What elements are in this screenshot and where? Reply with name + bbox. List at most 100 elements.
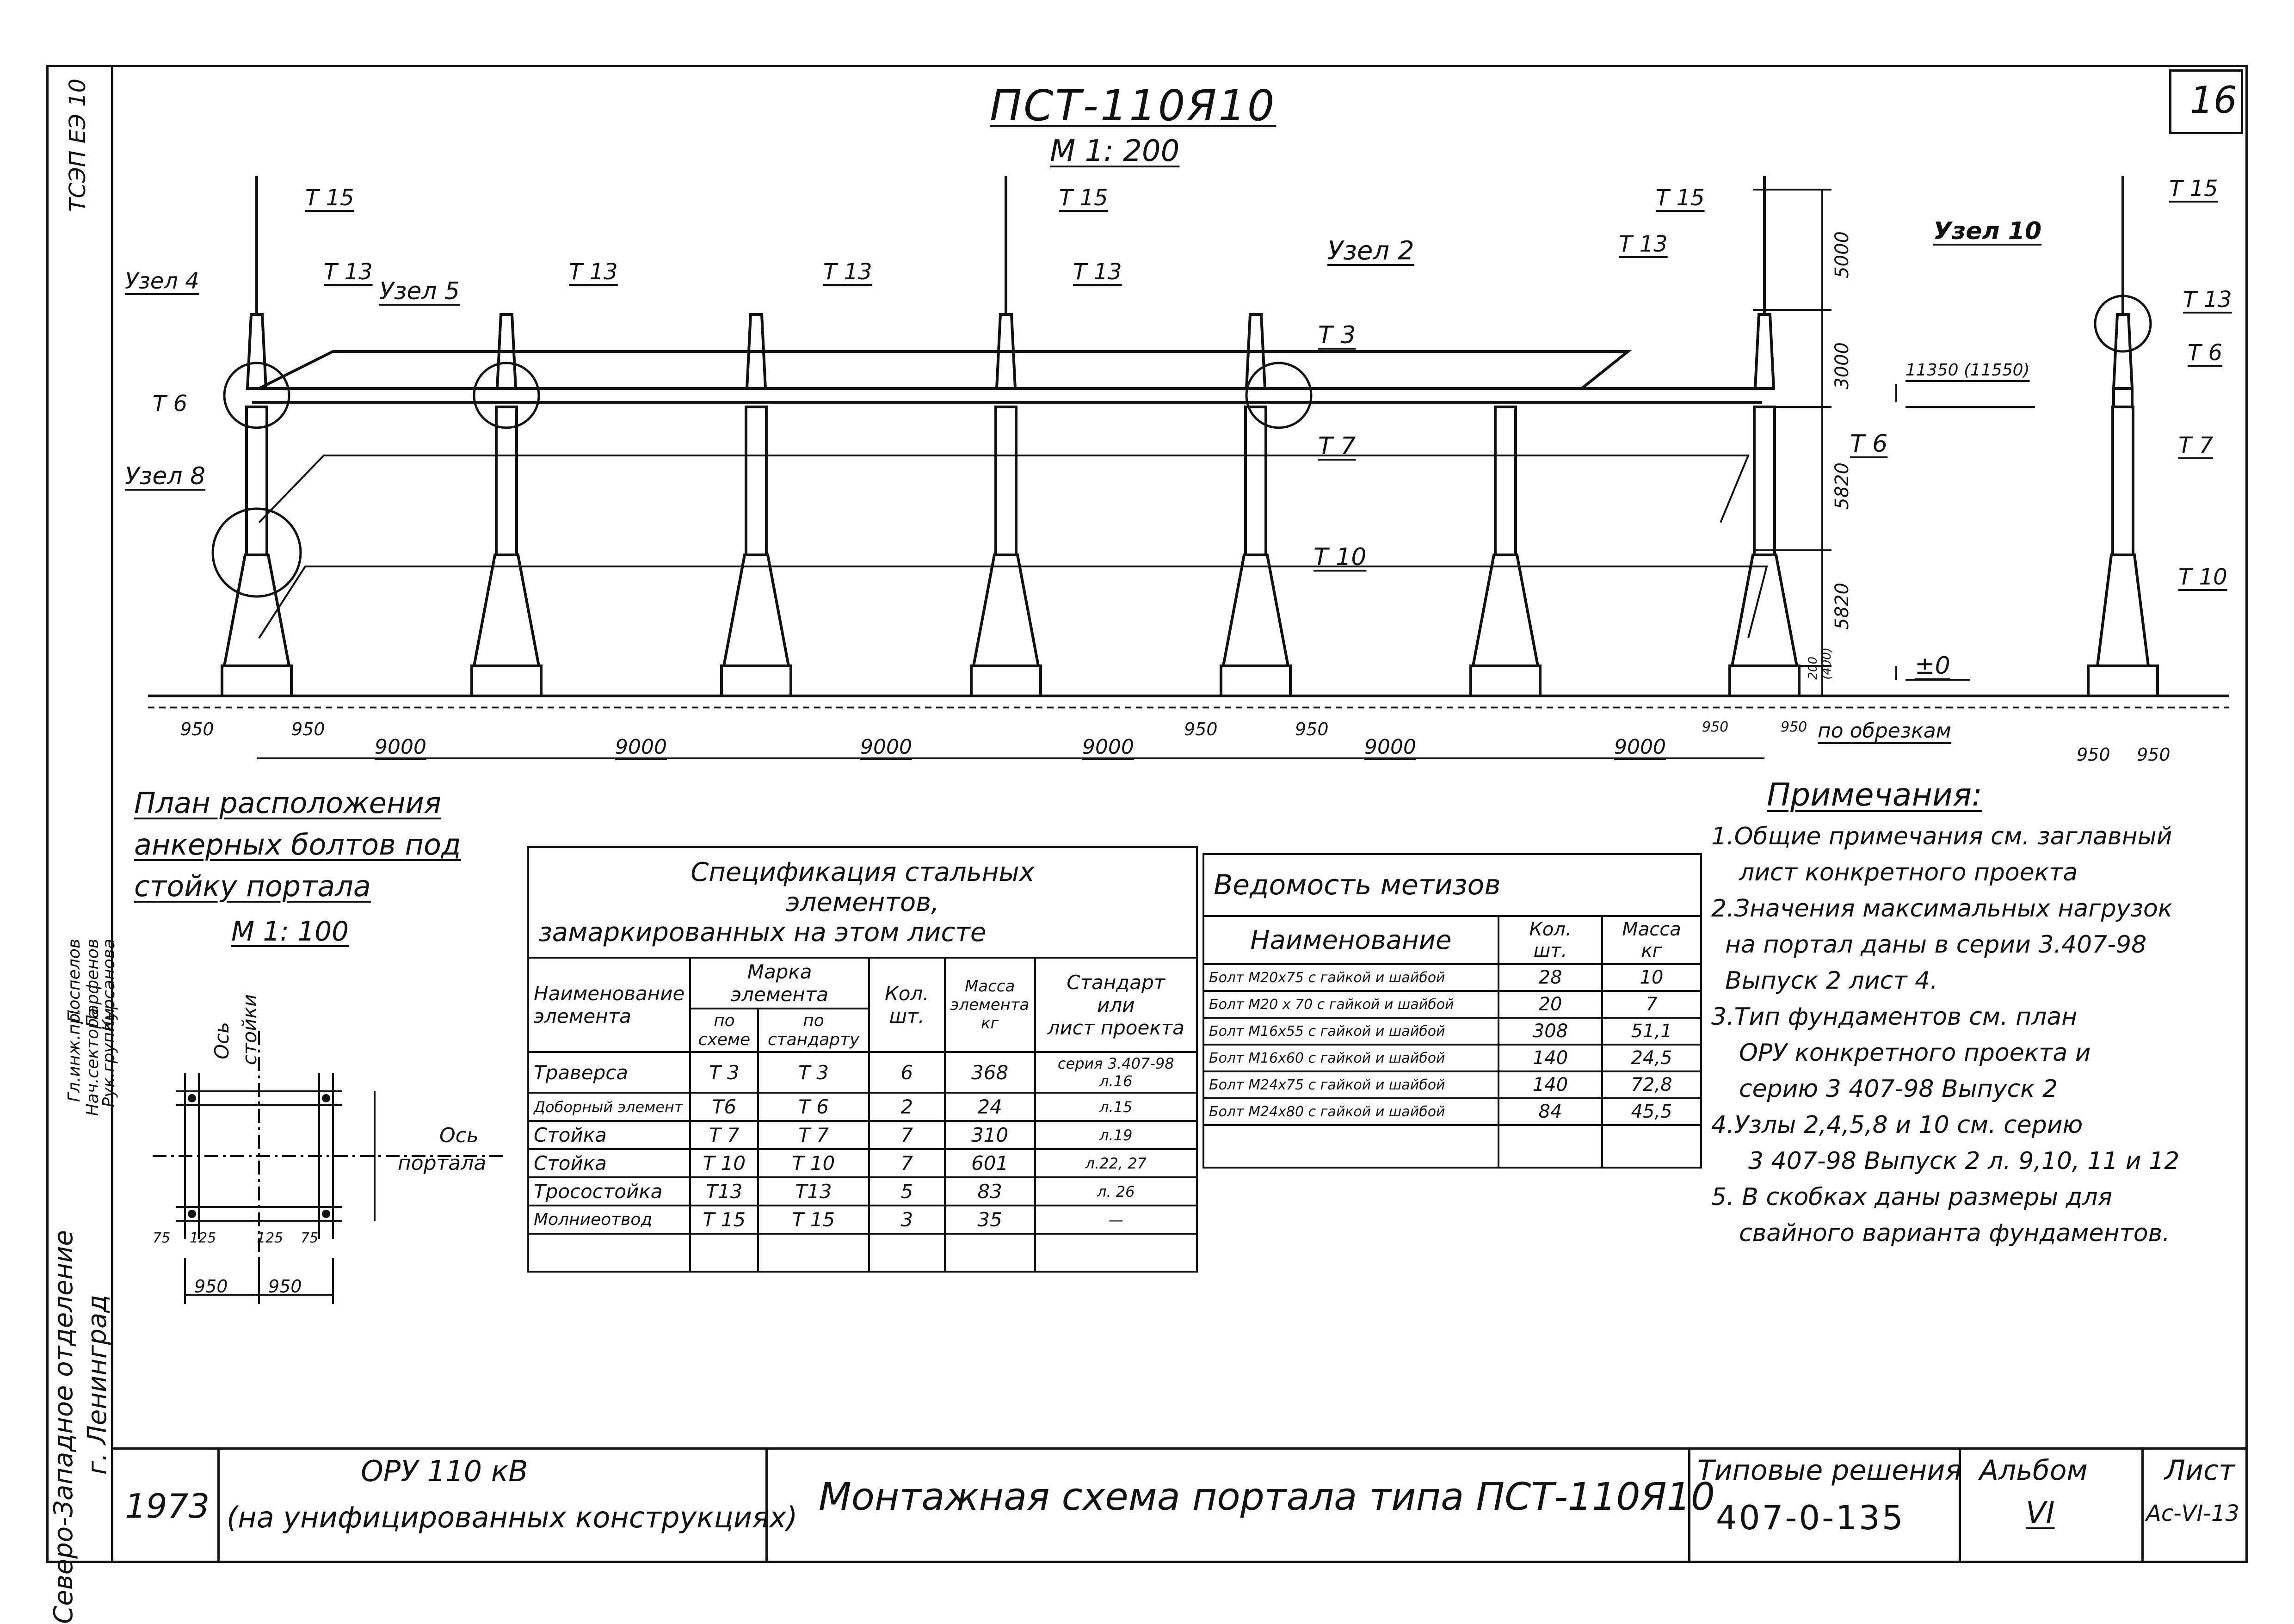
spec-h-qty-2: шт. (889, 1005, 925, 1027)
label-t13-4: Т 13 (1073, 259, 1122, 285)
plan-scale: М 1: 100 (231, 916, 349, 947)
half-7: 950 (2077, 744, 2110, 765)
spec-cell-mass: 24 (944, 1092, 1036, 1122)
spec-h-std-3: лист проекта (1047, 1016, 1184, 1039)
label-t6-far: Т 6 (2188, 340, 2223, 366)
plan-dim-950b: 950 (268, 1276, 302, 1297)
axis-portal-1: Ось (439, 1124, 479, 1147)
label-t15-1: Т 15 (305, 185, 354, 211)
notes-title: Примечания: (1767, 777, 1982, 813)
label-t3: Т 3 (1318, 321, 1356, 349)
axis-post-1: Ось (210, 1022, 233, 1059)
elevation-zero: ±0 (1915, 652, 1950, 680)
hw-cell-qty: 140 (1498, 1044, 1603, 1072)
spec-title-1: Спецификация стальных (691, 857, 1035, 887)
tb-sheet-num: Ас-VI-13 (2146, 1501, 2239, 1526)
hw-h-qty-2: шт. (1533, 940, 1567, 961)
table-row: Стойка Т 10 Т 10 7 601 л.22, 27 (527, 1148, 1198, 1178)
spec-cell-std: Т 3 (757, 1051, 870, 1094)
spec-h-mass-2: элемента (950, 996, 1030, 1014)
label-t10-far: Т 10 (2178, 564, 2227, 590)
spec-cell-ref: л.22, 27 (1034, 1148, 1198, 1178)
hw-cell-name: Болт М24х80 с гайкой и шайбой (1202, 1097, 1499, 1126)
hw-cell-qty: 20 (1498, 990, 1603, 1019)
label-t13-3: Т 13 (823, 259, 872, 285)
plan-dim-125a: 125 (190, 1230, 216, 1246)
hw-cell-name: Болт М20х75 с гайкой и шайбой (1202, 963, 1499, 992)
tb-album-cell (1959, 1447, 2144, 1563)
label-t6-right: Т 6 (1850, 430, 1888, 458)
left-margin-strip (46, 65, 113, 1563)
span-3: 9000 (860, 735, 912, 759)
spec-cell-scheme: Т6 (689, 1092, 759, 1122)
label-t7: Т 7 (1318, 432, 1356, 460)
spec-title-3: замаркированных на этом листе (538, 917, 987, 947)
note-line: серию 3 407-98 Выпуск 2 (1739, 1075, 2058, 1103)
hw-cell-name: Болт М24х75 с гайкой и шайбой (1202, 1070, 1499, 1099)
half-3: 950 (1184, 719, 1218, 739)
spec-h-scheme-2: схеме (698, 1030, 751, 1049)
hw-cell-mass: 72,8 (1601, 1070, 1702, 1099)
spec-cell-ref: л. 26 (1034, 1176, 1198, 1206)
spec-cell-name: Траверса (527, 1051, 691, 1094)
half-6: 950 (1781, 719, 1807, 735)
tb-album-title: Альбом (1980, 1454, 2088, 1487)
table-row: Молниеотвод Т 15 Т 15 3 35 — (527, 1205, 1198, 1235)
note-line: ОРУ конкретного проекта и (1739, 1039, 2091, 1067)
label-node8: Узел 8 (125, 462, 206, 490)
spec-h-std-2: или (1097, 993, 1135, 1016)
city-name: г. Ленинград (82, 1295, 112, 1475)
hardware-table: Ведомость метизов Наименование Кол.шт. М… (1202, 853, 1702, 1169)
tb-object-2: (на унифицированных конструкциях) (227, 1501, 798, 1534)
span-2: 9000 (615, 735, 667, 759)
plan-title-2: анкерных болтов под (134, 828, 461, 861)
spec-h-std2-2: стандарту (767, 1030, 860, 1049)
portal-scale: М 1: 200 (1050, 134, 1180, 168)
spec-cell-std: Т 15 (757, 1205, 870, 1235)
span-1: 9000 (375, 735, 426, 759)
signer-3: Курсанова (99, 939, 118, 1032)
hw-h-name: Наименование (1202, 915, 1499, 965)
half-2: 950 (291, 719, 325, 739)
dim-5820-upper: 5820 (1832, 462, 1853, 510)
tb-year: 1973 (125, 1487, 210, 1526)
spec-cell-qty: 6 (868, 1051, 946, 1094)
label-t15-2: Т 15 (1059, 185, 1108, 211)
notes-list: 1.Общие примечания см. заглавный лист ко… (1711, 818, 2179, 1251)
note-line: свайного варианта фундаментов. (1739, 1219, 2170, 1247)
spec-cell-name: Тросостойка (527, 1176, 691, 1206)
spec-cell-scheme: Т13 (689, 1176, 759, 1206)
spec-cell-name: Стойка (527, 1120, 691, 1150)
spec-cell-std: Т 10 (757, 1148, 870, 1178)
table-row: Доборный элемент Т6 Т 6 2 24 л.15 (527, 1092, 1198, 1122)
axis-post-2: стойки (238, 994, 261, 1065)
dim-5820-lower: 5820 (1832, 583, 1853, 630)
spec-h-scheme-1: по (714, 1011, 735, 1030)
spec-cell-qty: 7 (868, 1120, 946, 1150)
label-node4: Узел 4 (125, 268, 199, 294)
half-5: 950 (1702, 719, 1729, 735)
note-line: 3 407-98 Выпуск 2 л. 9,10, 11 и 12 (1748, 1147, 2180, 1175)
hw-cell-mass: 45,5 (1601, 1097, 1702, 1126)
plan-dim-125b: 125 (257, 1230, 284, 1246)
spec-cell-qty: 2 (868, 1092, 946, 1122)
hw-cell-qty: 308 (1498, 1017, 1603, 1046)
label-t7-far: Т 7 (2178, 432, 2214, 458)
spec-cell-qty: 3 (868, 1205, 946, 1235)
span-4: 9000 (1082, 735, 1134, 759)
spec-cell-ref: л.19 (1034, 1120, 1198, 1150)
label-t15-3: Т 15 (1656, 185, 1705, 211)
half-4: 950 (1295, 719, 1329, 739)
hw-cell-name: Болт М16х60 с гайкой и шайбой (1202, 1044, 1499, 1072)
tb-object-cell (217, 1447, 768, 1563)
hw-cell-mass: 7 (1601, 990, 1702, 1019)
label-t10: Т 10 (1314, 543, 1367, 571)
spec-cell-std: Т 7 (757, 1120, 870, 1150)
spec-cell-mass: 368 (944, 1051, 1036, 1094)
label-t13-6: Т 13 (2183, 287, 2232, 313)
spec-cell-std: Т13 (757, 1176, 870, 1206)
